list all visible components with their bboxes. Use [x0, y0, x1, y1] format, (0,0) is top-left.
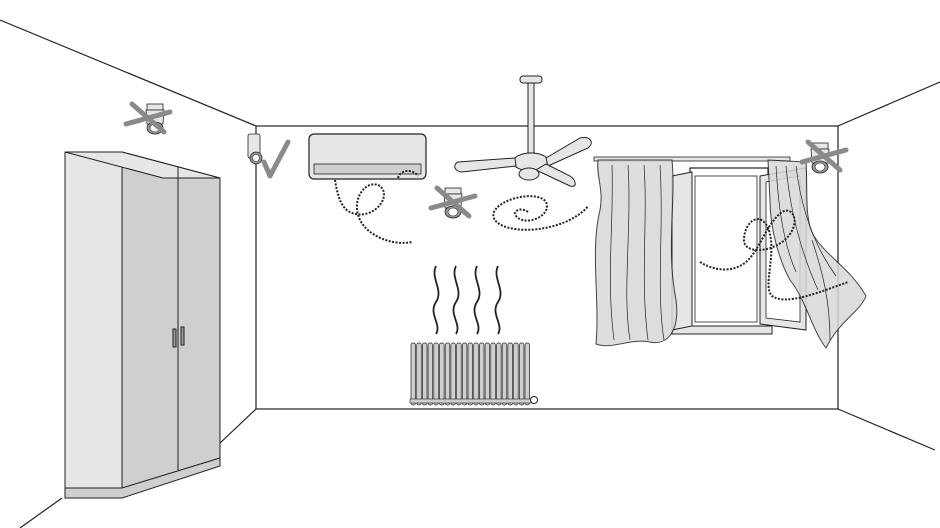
radiator-fin	[479, 342, 485, 406]
ceiling-edge-right	[837, 81, 940, 127]
radiator-fin	[427, 342, 434, 406]
wardrobe-handle-right	[180, 326, 185, 346]
motion-sensor-icon	[247, 133, 263, 165]
fan-blade-right	[545, 137, 592, 167]
radiator-fin	[507, 342, 513, 406]
radiator-fin	[422, 342, 428, 406]
wardrobe-plinth	[64, 457, 221, 499]
ceiling-edge-left	[0, 19, 257, 127]
fan-rod	[527, 82, 535, 154]
wardrobe-side	[121, 151, 221, 489]
heat-waves	[432, 265, 502, 335]
curtain-left-folds	[610, 164, 665, 341]
radiator-fin	[456, 342, 462, 406]
wardrobe-handle-left	[172, 328, 177, 348]
sensor-wall-corner	[247, 133, 291, 179]
check-mark-icon	[261, 139, 291, 179]
curtain-right-folds	[775, 165, 837, 341]
cross-mark-icon	[428, 185, 478, 219]
window-rail	[593, 156, 791, 162]
radiator-fin	[444, 342, 451, 406]
curtain-left	[594, 159, 678, 347]
floor-edge-left-lower	[19, 497, 63, 528]
ceiling-fan	[454, 75, 592, 231]
window-airflow-icon	[699, 209, 849, 301]
sensor-below-ac	[428, 185, 478, 219]
radiator-fin	[473, 342, 479, 406]
cross-mark-icon	[799, 139, 849, 173]
heat-wave-icon	[432, 265, 440, 335]
air-conditioner	[308, 133, 427, 244]
radiator-fin	[484, 342, 491, 406]
radiator-fin	[410, 342, 416, 406]
radiator	[409, 342, 538, 406]
fan-light	[518, 167, 540, 181]
radiator-fin	[496, 342, 502, 406]
floor-edge-right	[837, 408, 936, 451]
radiator-fin	[439, 342, 445, 406]
ac-airflow-icon-2	[397, 170, 419, 179]
fan-airflow-icon	[492, 195, 589, 231]
wardrobe	[64, 151, 221, 499]
fan-blade-left	[454, 157, 517, 173]
radiator-fin	[518, 342, 525, 406]
radiator-fin	[467, 342, 473, 406]
radiator-fin	[450, 342, 456, 406]
heat-wave-icon	[452, 265, 460, 335]
fan-blade-front	[534, 163, 576, 187]
radiator-base-pipe	[409, 398, 533, 404]
radiator-fin	[433, 342, 439, 406]
open-window	[593, 156, 867, 349]
cross-mark-icon	[123, 101, 173, 135]
radiator-fin	[416, 342, 422, 406]
wardrobe-top	[64, 151, 221, 179]
ac-airflow-icon	[334, 179, 413, 244]
sensor-ceiling-right	[799, 139, 849, 174]
radiator-fin	[524, 342, 530, 406]
ac-vent	[313, 163, 422, 175]
fan-mount	[519, 75, 543, 84]
sensor-ceiling-left	[123, 101, 173, 135]
radiator-fin	[461, 342, 468, 406]
radiator-fin	[501, 342, 508, 406]
radiator-valve	[530, 396, 538, 404]
heat-wave-icon	[494, 265, 502, 335]
wardrobe-front	[64, 151, 123, 489]
radiator-fin	[490, 342, 496, 406]
heat-wave-icon	[473, 265, 481, 335]
radiator-fin	[513, 342, 519, 406]
